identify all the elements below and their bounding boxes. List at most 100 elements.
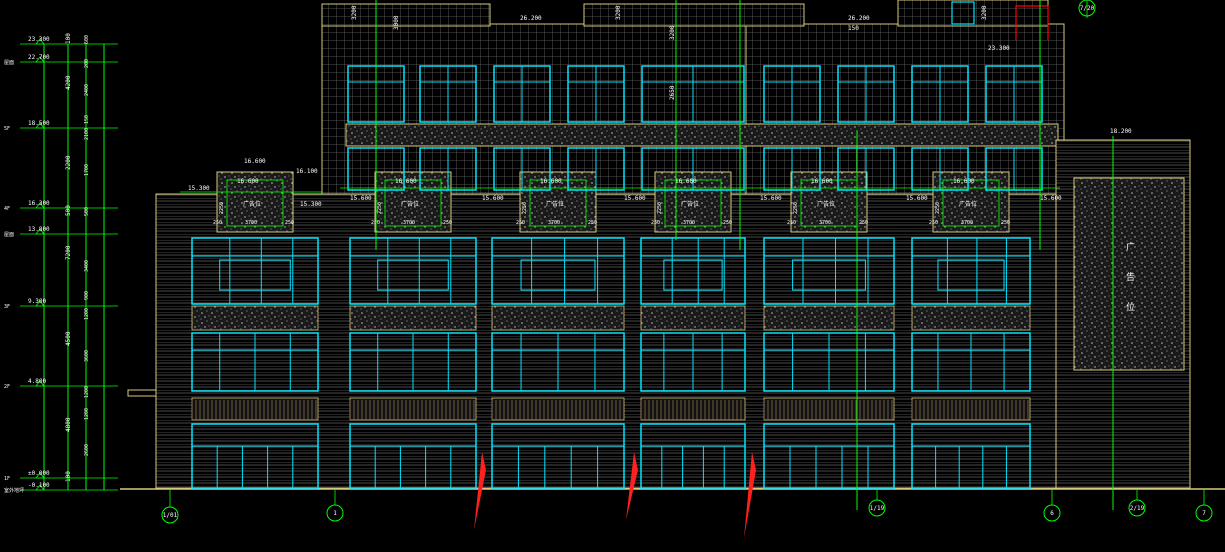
bay-3-stone-band — [640, 305, 746, 331]
left-outer-dim-2: 2200 — [65, 155, 72, 170]
bay-3-ad-label: 广告位 — [681, 200, 699, 208]
drawing-elements: 广告位16.60025037002502250广告位16.60025037002… — [4, 0, 1213, 538]
bay-1-upper-window — [349, 237, 477, 305]
bay-2-stone-band — [491, 305, 625, 331]
left-inner-dim-3: 150 — [84, 115, 90, 124]
elevation-value-3: 16.300 — [28, 200, 50, 207]
level-mark-4: 15.600 — [350, 195, 372, 202]
level-mark-8: 15.600 — [906, 195, 928, 202]
axis-bubble-label-6: 7/20 — [1080, 5, 1095, 12]
top-text-8: 3000 — [393, 15, 400, 30]
elevation-tag-4: 屋面 — [4, 232, 14, 238]
bay-5-ad-dim-box — [942, 179, 1000, 227]
bay-5-stone-band — [911, 305, 1031, 331]
bay-4-ad-box — [790, 171, 868, 233]
marker-arrow-1 — [626, 452, 638, 520]
bay-2-ad-label: 广告位 — [546, 200, 564, 208]
podium — [120, 139, 1225, 490]
bay-0-upper-inner-frame — [219, 259, 291, 291]
roof-redline-outline — [1015, 5, 1049, 40]
level-triangle-4 — [35, 228, 45, 235]
top-text-1: 26.200 — [848, 15, 870, 22]
bay-2-storefront — [491, 423, 625, 489]
level-triangle-1 — [35, 56, 45, 63]
level-triangle-7 — [35, 472, 45, 479]
axis-bubble-1 — [326, 504, 344, 522]
bay-4-dim-right: 250 — [859, 220, 868, 226]
axis-bubble-6 — [1078, 0, 1096, 17]
elevation-value-7: ±0.000 — [28, 470, 50, 477]
elevation-value-5: 9.300 — [28, 298, 46, 305]
elevation-tag-3: 4F — [4, 206, 10, 212]
elevation-value-2: 18.500 — [28, 120, 50, 127]
top-text-7: 2650 — [669, 85, 676, 100]
bay-0-dim-mid: 3700 — [245, 220, 257, 226]
upper-parapet-left — [321, 3, 491, 27]
upper-tower — [321, 0, 1065, 195]
bay-0-level-mark: 16.600 — [237, 178, 259, 185]
axis-bubble-label-0: 1/01 — [163, 512, 178, 519]
bay-1-level-mark: 16.600 — [395, 178, 417, 185]
bay-4-stone-band — [763, 305, 895, 331]
bay-2-upper-inner-frame — [520, 259, 596, 291]
bay-5-dim-right: 250 — [1001, 220, 1010, 226]
top-text-4: 3200 — [615, 5, 622, 20]
bay-5-storefront — [911, 423, 1031, 489]
bay-2-dim-left: 250 — [516, 220, 525, 226]
bay-0-ad-label: 广告位 — [243, 200, 261, 208]
left-outer-dim-1: 4200 — [65, 75, 72, 90]
left-outer-dim-5: 4500 — [65, 331, 72, 346]
bay-2-level-mark: 16.600 — [540, 178, 562, 185]
bay-4-dim-left: 250 — [787, 220, 796, 226]
left-outer-dim-6: 4800 — [65, 417, 72, 432]
right-ad-glyph-2: 告 — [1126, 271, 1135, 283]
left-inner-dim-8: 900 — [84, 291, 90, 300]
bay-4-upper-window — [763, 237, 895, 305]
upper-parapet-right — [897, 0, 1049, 27]
left-inner-dim-5: 1700 — [84, 164, 90, 176]
level-triangle-8 — [35, 484, 45, 491]
level-triangle-5 — [35, 300, 45, 307]
top-text-3: 3200 — [351, 5, 358, 20]
bay-2-upper-window — [491, 237, 625, 305]
bay-4-storefront — [763, 423, 895, 489]
upper-tower-right — [745, 23, 1065, 195]
elevation-value-1: 22.700 — [28, 54, 50, 61]
bay-2-ad-dim-box — [529, 179, 587, 227]
elevation-value-4: 13.800 — [28, 226, 50, 233]
left-inner-dim-6: 500 — [84, 207, 90, 216]
bay-5-level-mark: 16.600 — [953, 178, 975, 185]
top-text-6: 3200 — [981, 5, 988, 20]
bay-0-awning — [191, 397, 319, 421]
level-mark-9: 15.600 — [1040, 195, 1062, 202]
left-inner-dim-0: 600 — [84, 35, 90, 44]
marker-arrow-0 — [474, 452, 486, 530]
bay-0-stone-band — [191, 305, 319, 331]
bay-3-upper-window — [640, 237, 746, 305]
bay-1-dim-vertical: 2250 — [377, 202, 383, 214]
left-outer-dim-0: 100 — [65, 33, 72, 44]
bay-1-awning — [349, 397, 477, 421]
elevation-tag-6: 2F — [4, 384, 10, 390]
bay-0-dim-right: 250 — [285, 220, 294, 226]
bay-5-upper-window — [911, 237, 1031, 305]
upper-parapet-mid — [583, 3, 805, 27]
axis-bubble-label-3: 6 — [1050, 510, 1054, 517]
bay-3-dim-left: 250 — [651, 220, 660, 226]
bay-5-dim-left: 250 — [929, 220, 938, 226]
elevation-value-6: 4.800 — [28, 378, 46, 385]
axis-bubble-4 — [1128, 499, 1146, 517]
elevation-value-0: 23.300 — [28, 36, 50, 43]
left-outer-dim-3: 500 — [65, 205, 72, 216]
right-ad-panel-label: 广 告 位 — [1126, 241, 1135, 313]
bay-2-dim-right: 250 — [588, 220, 597, 226]
level-mark-6: 15.600 — [624, 195, 646, 202]
bay-4-ad-label: 广告位 — [817, 200, 835, 208]
bay-0-upper-window — [191, 237, 319, 305]
axis-bubble-3 — [1043, 504, 1061, 522]
bay-5-upper-inner-frame — [937, 259, 1005, 291]
left-inner-dim-7: 3400 — [84, 260, 90, 272]
elevation-tag-1: 屋面 — [4, 60, 14, 66]
left-outer-dim-4: 7200 — [65, 245, 72, 260]
bay-4-awning — [763, 397, 895, 421]
